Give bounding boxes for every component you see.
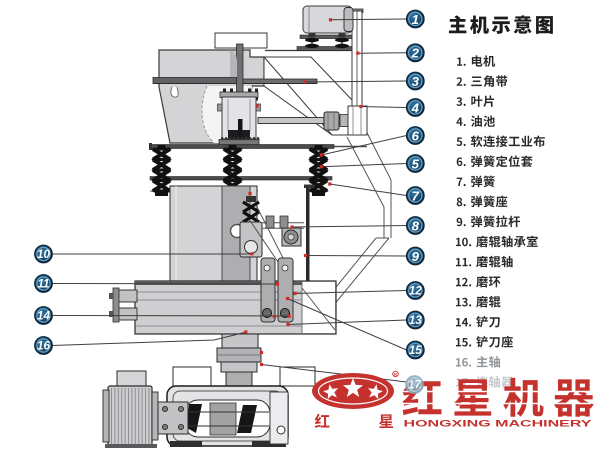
svg-text:5: 5	[412, 156, 420, 171]
svg-text:15: 15	[409, 344, 422, 357]
svg-text:6: 6	[412, 128, 420, 143]
svg-text:4: 4	[411, 100, 420, 115]
svg-text:9: 9	[412, 249, 420, 264]
svg-text:8: 8	[412, 218, 420, 233]
svg-text:2: 2	[411, 46, 420, 61]
svg-text:16: 16	[37, 340, 50, 353]
svg-text:10: 10	[37, 248, 50, 261]
svg-text:14: 14	[37, 310, 50, 323]
svg-text:11: 11	[37, 278, 49, 291]
svg-text:7: 7	[412, 188, 420, 203]
svg-text:3: 3	[412, 74, 420, 89]
svg-text:HONGXING MACHINERY: HONGXING MACHINERY	[404, 418, 593, 429]
svg-text:12: 12	[409, 285, 422, 298]
svg-text:17: 17	[408, 379, 421, 392]
svg-text:1: 1	[412, 12, 419, 27]
svg-text:R: R	[394, 372, 397, 377]
svg-text:13: 13	[409, 314, 422, 327]
